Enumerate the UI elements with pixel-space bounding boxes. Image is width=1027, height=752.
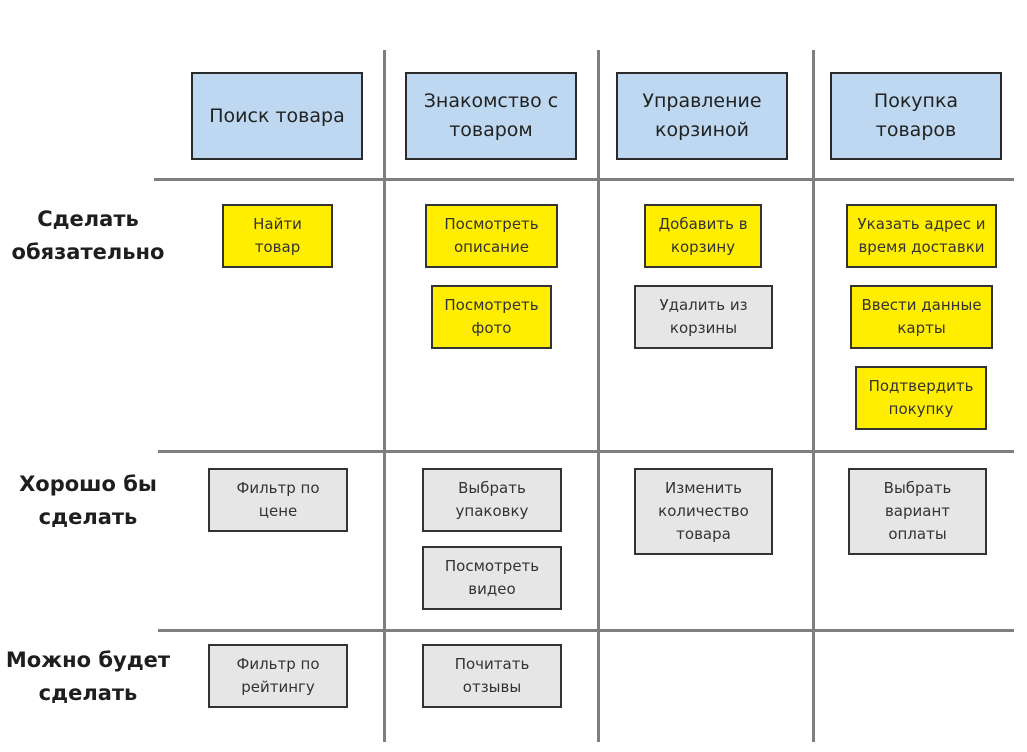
row-divider-3 xyxy=(158,629,1014,632)
column-header-purchase: Покупка товаров xyxy=(830,72,1002,160)
column-header-cart: Управление корзиной xyxy=(616,72,788,160)
note-view-photo: Посмотреть фото xyxy=(431,285,552,349)
row-label-must: Сделать обязательно xyxy=(11,207,165,264)
note-change-quantity: Изменить количество товара xyxy=(634,468,773,555)
row-divider-2 xyxy=(158,450,1014,453)
note-view-description: Посмотреть описание xyxy=(425,204,558,268)
column-divider-3 xyxy=(812,50,815,742)
note-card-data: Ввести данные карты xyxy=(850,285,993,349)
note-find-product: Найти товар xyxy=(222,204,333,268)
row-label-nice: Хорошо бы сделать xyxy=(19,472,157,529)
note-choose-package: Выбрать упаковку xyxy=(422,468,562,532)
column-divider-1 xyxy=(383,50,386,742)
note-rating-filter: Фильтр по рейтингу xyxy=(208,644,348,708)
column-header-search: Поиск товара xyxy=(191,72,363,160)
note-remove-from-cart: Удалить из корзины xyxy=(634,285,773,349)
note-address-time: Указать адрес и время доставки xyxy=(846,204,997,268)
row-label-could: Можно будет сделать xyxy=(5,648,171,705)
column-divider-2 xyxy=(597,50,600,742)
note-watch-video: Посмотреть видео xyxy=(422,546,562,610)
note-payment-option: Выбрать вариант оплаты xyxy=(848,468,987,555)
note-read-reviews: Почитать отзывы xyxy=(422,644,562,708)
row-divider-1 xyxy=(154,178,1014,181)
note-add-to-cart: Добавить в корзину xyxy=(644,204,762,268)
note-price-filter: Фильтр по цене xyxy=(208,468,348,532)
column-header-acquaint: Знакомство с товаром xyxy=(405,72,577,160)
note-confirm-purchase: Подтвердить покупку xyxy=(855,366,987,430)
